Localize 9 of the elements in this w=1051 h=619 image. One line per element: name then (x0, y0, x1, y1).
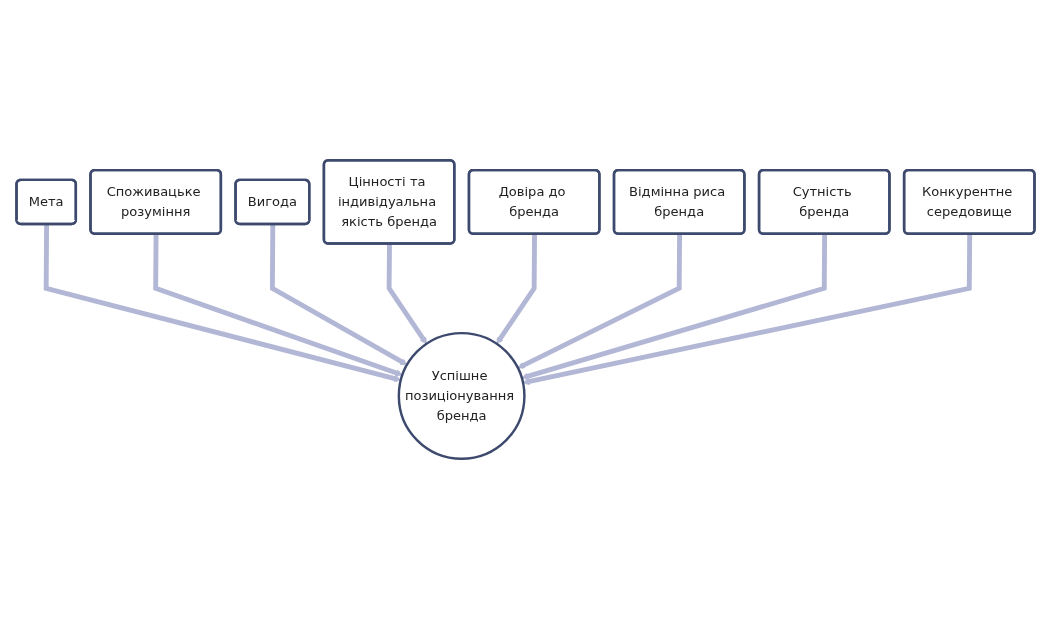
arrow (43, 224, 402, 382)
arrow (517, 234, 683, 369)
arrow (386, 243, 427, 345)
arrow (522, 234, 973, 385)
arrow (153, 234, 403, 377)
node-circle: Успішне позиціонування бренда (397, 331, 526, 460)
arrow (521, 234, 828, 380)
arrow (496, 234, 537, 345)
arrow (269, 224, 408, 366)
